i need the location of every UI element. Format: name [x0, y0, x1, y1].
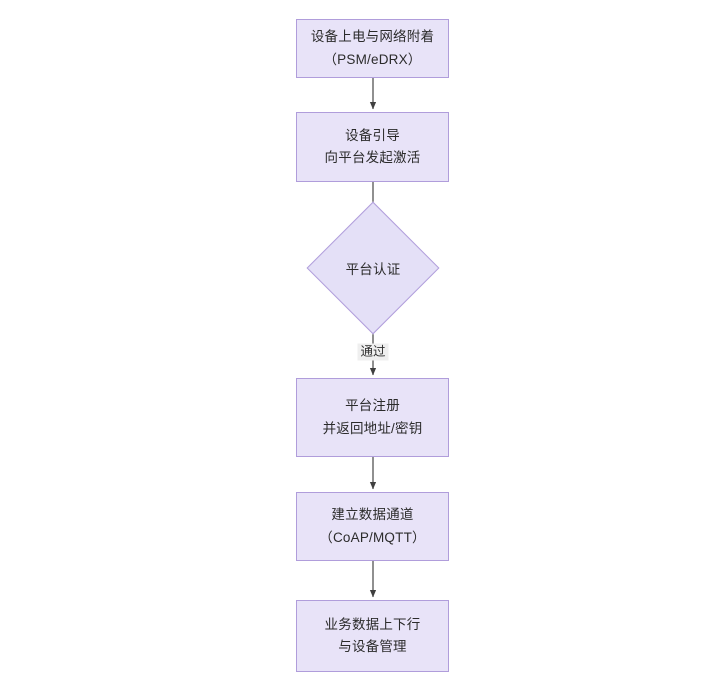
node-label-line: 业务数据上下行	[324, 616, 421, 632]
node-label-line: 建立数据通道	[331, 507, 414, 523]
node-business-data-and-device-management[interactable]: 业务数据上下行 与设备管理	[296, 600, 449, 672]
node-label-line: 向平台发起激活	[324, 150, 421, 165]
node-platform-authentication[interactable]: 平台认证	[306, 201, 440, 335]
node-label-line: （CoAP/MQTT）	[319, 529, 426, 545]
node-device-power-on[interactable]: 设备上电与网络附着 （PSM/eDRX）	[296, 19, 449, 78]
node-label-line: 平台注册	[345, 398, 400, 414]
node-platform-registration[interactable]: 平台注册 并返回地址/密钥	[296, 378, 449, 457]
node-device-bootstrap[interactable]: 设备引导 向平台发起激活	[296, 112, 449, 182]
node-establish-data-channel[interactable]: 建立数据通道 （CoAP/MQTT）	[296, 492, 449, 561]
node-label-line: 平台认证	[345, 262, 401, 277]
node-label-line: 与设备管理	[338, 639, 407, 654]
node-label-line: 设备上电与网络附着	[310, 29, 435, 45]
node-label-line: 并返回地址/密钥	[322, 420, 423, 436]
edge-label-pass: 通过	[357, 343, 389, 361]
node-label-line: 设备引导	[345, 127, 400, 143]
node-label-line: （PSM/eDRX）	[323, 51, 422, 67]
